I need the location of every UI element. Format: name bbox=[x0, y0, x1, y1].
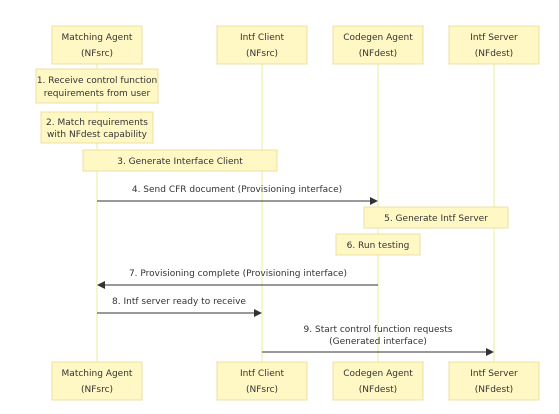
actor-role: (NFdest) bbox=[359, 49, 397, 59]
note-line: 1. Receive control function bbox=[37, 76, 157, 86]
actor-role: (NFdest) bbox=[359, 385, 397, 395]
note-line: 3. Generate Interface Client bbox=[117, 157, 243, 167]
actor-role: (NFsrc) bbox=[246, 385, 278, 395]
actor-name: Intf Client bbox=[240, 369, 284, 379]
actor-bottom-matching-agent: Matching Agent (NFsrc) bbox=[51, 361, 143, 401]
message-label: 9. Start control function requests bbox=[304, 325, 453, 335]
note-generate-interface-client: 3. Generate Interface Client bbox=[82, 149, 278, 172]
message-label: 7. Provisioning complete (Provisioning i… bbox=[129, 269, 347, 279]
message-label: 8. Intf server ready to receive bbox=[112, 297, 246, 307]
actor-name: Codegen Agent bbox=[343, 369, 413, 379]
note-line: with NFdest capability bbox=[47, 130, 148, 140]
actor-role: (NFsrc) bbox=[246, 49, 278, 59]
message-label: (Generated interface) bbox=[329, 337, 427, 347]
actor-name: Matching Agent bbox=[62, 33, 133, 43]
actor-name: Intf Server bbox=[470, 33, 518, 43]
actor-bottom-intf-server: Intf Server (NFdest) bbox=[448, 361, 540, 401]
actor-name: Intf Client bbox=[240, 33, 284, 43]
message-send-cfr-document: 4. Send CFR document (Provisioning inter… bbox=[97, 185, 378, 205]
actor-role: (NFdest) bbox=[475, 385, 513, 395]
note-run-testing: 6. Run testing bbox=[335, 233, 421, 256]
note-line: 6. Run testing bbox=[347, 241, 410, 251]
actor-top-codegen-agent: Codegen Agent (NFdest) bbox=[332, 25, 424, 65]
actor-bottom-intf-client: Intf Client (NFsrc) bbox=[216, 361, 308, 401]
actor-name: Intf Server bbox=[470, 369, 518, 379]
actor-top-matching-agent: Matching Agent (NFsrc) bbox=[51, 25, 143, 65]
actor-role: (NFsrc) bbox=[81, 385, 113, 395]
note-match-requirements: 2. Match requirements with NFdest capabi… bbox=[40, 111, 154, 144]
note-line: 5. Generate Intf Server bbox=[384, 214, 488, 224]
actor-name: Matching Agent bbox=[62, 369, 133, 379]
message-provisioning-complete: 7. Provisioning complete (Provisioning i… bbox=[97, 269, 378, 289]
actor-role: (NFdest) bbox=[475, 49, 513, 59]
message-intf-server-ready: 8. Intf server ready to receive bbox=[97, 297, 262, 317]
actor-name: Codegen Agent bbox=[343, 33, 413, 43]
message-start-control-function-requests: 9. Start control function requests (Gene… bbox=[262, 325, 494, 356]
message-label: 4. Send CFR document (Provisioning inter… bbox=[132, 185, 342, 195]
actor-bottom-codegen-agent: Codegen Agent (NFdest) bbox=[332, 361, 424, 401]
note-generate-intf-server: 5. Generate Intf Server bbox=[363, 206, 509, 229]
note-line: 2. Match requirements bbox=[46, 118, 148, 128]
actor-role: (NFsrc) bbox=[81, 49, 113, 59]
actor-top-intf-server: Intf Server (NFdest) bbox=[448, 25, 540, 65]
actor-top-intf-client: Intf Client (NFsrc) bbox=[216, 25, 308, 65]
note-line: requirements from user bbox=[44, 89, 151, 99]
note-receive-requirements: 1. Receive control function requirements… bbox=[35, 68, 159, 104]
